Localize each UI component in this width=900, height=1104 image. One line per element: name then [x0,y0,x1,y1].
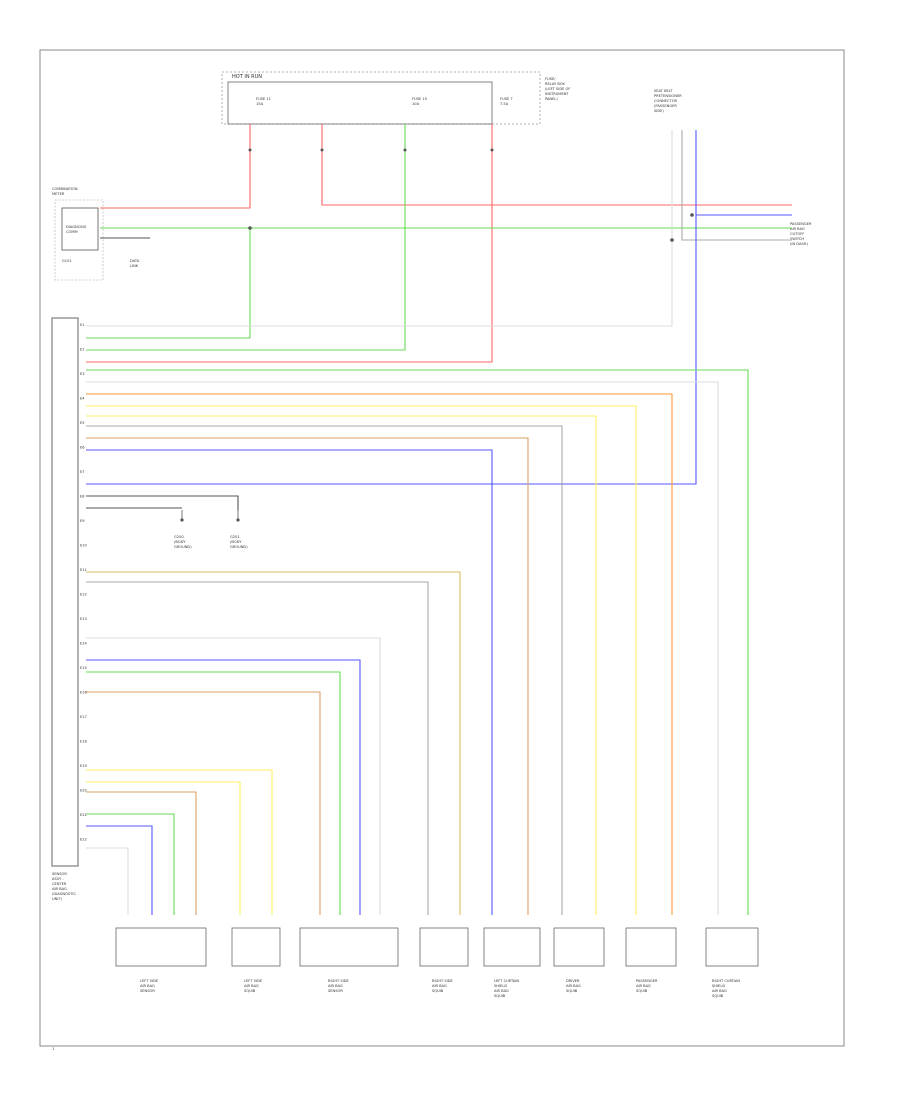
wire-white-rss [86,637,381,915]
wire-tan-rss [86,691,321,915]
wire-tan-lsens [86,791,197,915]
unit-pin-label: E22 [80,838,87,842]
wire-tan-lc [86,437,529,915]
wire-black-g1 [86,495,239,510]
wire-blue-lc [86,449,493,915]
unit-pin-label: E11 [80,568,87,572]
page-ref: 1 [52,1047,54,1051]
unit-pin-label: E14 [80,642,88,646]
wire-yelbrn-rs [86,571,461,915]
left-curtain-box [483,927,541,967]
unit-pin-label: E9 [80,519,85,523]
unit-pin-label: E13 [80,617,87,621]
wire-yellow-lss [86,769,273,915]
unit-pin-label: E16 [80,691,88,695]
diagram-border [39,49,845,1047]
unit-pin-label: E20 [80,789,88,793]
junctions [248,148,694,242]
wire-blue-lsens [86,825,153,915]
wire-green-rc [86,369,749,915]
unit-pin-labels: E1E2E3E4E5E6E7E8E9E10E11E12E13E14E15E16E… [80,323,88,842]
unit-pin-label: E21 [80,813,87,817]
wire-red-a [100,124,251,209]
unit-pin-label: E7 [80,470,85,474]
unit-pin-label: E18 [80,740,88,744]
unit-pin-label: E3 [80,372,85,376]
wire-blue-rss [86,659,361,915]
wire-red-b [321,124,792,206]
right-side-squib-box [419,927,469,967]
right-side-sensor-box [299,927,399,967]
ground-g101: G101 [62,259,72,263]
unit-pin-label: E2 [80,348,85,352]
wire-white-top [86,130,673,327]
wire-green-rss [86,671,341,915]
wire-gray-rs [86,581,429,915]
wire-gray-driver [86,425,563,915]
unit-pin-label: E10 [80,544,88,548]
unit-pin-label: E5 [80,421,85,425]
wires [86,124,792,915]
wire-yellow-pass [86,405,637,915]
unit-pin-label: E19 [80,764,88,768]
wire-red-c [86,124,493,363]
bottom-components [115,927,759,967]
wire-green-lsens [86,813,175,915]
wire-orange-pass [86,393,673,915]
unit-pin-label: E17 [80,715,87,719]
driver-squib-box [553,927,605,967]
left-side-sensor-box [115,927,207,967]
unit-pin-label: E15 [80,666,87,670]
wire-yellow-driver [86,415,597,915]
passenger-squib-box [625,927,677,967]
wire-gray-right [681,130,792,241]
unit-pin-label: E8 [80,495,85,499]
wire-green-link [86,228,251,339]
fuse-box-title: HOT IN RUN [232,74,262,80]
wire-green-b [86,124,406,351]
unit-pin-label: E6 [80,446,85,450]
wire-blue-long [86,130,697,485]
left-side-squib-box [231,927,281,967]
wire-white-rc [86,381,719,915]
unit-pin-label: E4 [80,397,85,401]
wire-yellow-lss2 [86,781,241,915]
unit-pin-label: E12 [80,593,87,597]
wire-white-lsens [86,847,129,915]
right-curtain-box [705,927,759,967]
unit-pin-label: E1 [80,323,85,327]
